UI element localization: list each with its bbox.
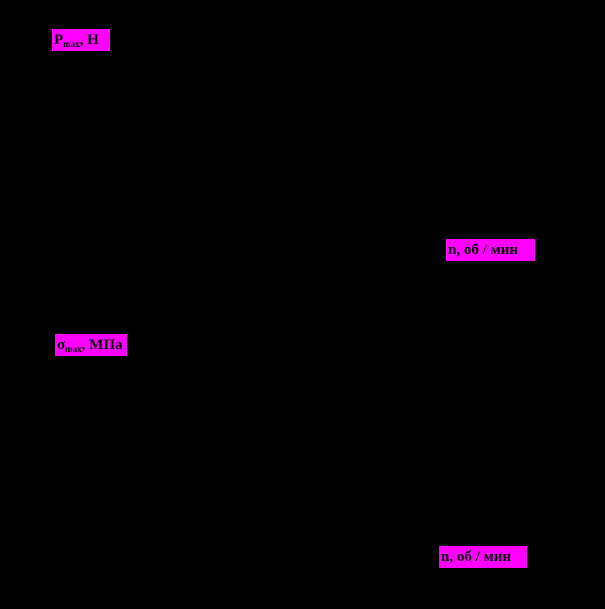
- chart-pmax-ylabel-sub: max: [63, 39, 80, 49]
- chart-sigmamax: σmax, МПа n, об / мин: [0, 305, 605, 609]
- chart-sigmamax-ylabel-unit: , МПа: [81, 337, 123, 353]
- chart-pmax-xlabel: n, об / мин: [446, 239, 535, 261]
- chart-pmax-plot: [0, 0, 605, 305]
- chart-sigmamax-ylabel-symbol: σ: [57, 337, 66, 353]
- chart-sigmamax-plot: [59, 355, 560, 578]
- chart-sigmamax-ylabel-sub: max: [65, 344, 82, 354]
- chart-pmax-ylabel: Pmax, Н: [52, 29, 110, 51]
- chart-pmax-ylabel-unit: , Н: [79, 32, 99, 48]
- chart-pmax-ylabel-symbol: P: [54, 32, 64, 48]
- chart-sigmamax-ylabel: σmax, МПа: [55, 334, 127, 356]
- chart-pmax: Pmax, Н n, об / мин: [0, 0, 605, 305]
- chart-sigmamax-xlabel: n, об / мин: [439, 546, 527, 568]
